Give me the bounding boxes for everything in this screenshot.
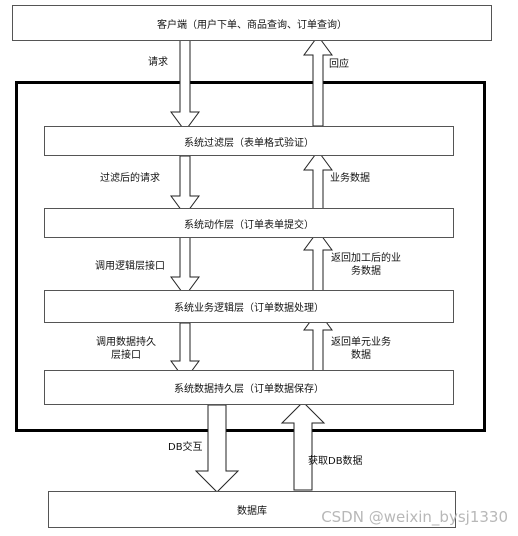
- persistence-layer-label: 系统数据持久层（订单数据保存）: [174, 384, 324, 395]
- persistence-layer-box: 系统数据持久层（订单数据保存）: [44, 370, 454, 405]
- csdn-watermark: CSDN @weixin_bysj1330: [321, 508, 508, 526]
- action-layer-box: 系统动作层（订单表单提交）: [44, 208, 454, 238]
- database-label: 数据库: [237, 506, 267, 517]
- filtered-request-label: 过滤后的请求: [100, 173, 160, 184]
- fetch-db-data-arrow: [280, 401, 326, 491]
- client-box-label: 客户端（用户下单、商品查询、订单查询）: [157, 19, 347, 31]
- logic-layer-box: 系统业务逻辑层（订单数据处理）: [44, 290, 454, 323]
- filter-layer-box: 系统过滤层（表单格式验证）: [44, 126, 454, 156]
- request-arrow: [170, 39, 200, 132]
- filtered-request-arrow: [170, 155, 200, 216]
- client-box: 客户端（用户下单、商品查询、订单查询）: [12, 5, 492, 41]
- return-processed-data-label: 返回加工后的业务数据: [331, 253, 401, 277]
- response-label: 回应: [329, 59, 349, 70]
- db-interaction-arrow: [194, 404, 240, 493]
- db-interaction-label: DB交互: [168, 442, 203, 453]
- business-data-label: 业务数据: [330, 173, 370, 184]
- filter-layer-label: 系统过滤层（表单格式验证）: [184, 137, 314, 149]
- fetch-db-data-label: 获取DB数据: [308, 456, 363, 467]
- action-layer-label: 系统动作层（订单表单提交）: [184, 219, 314, 231]
- call-persistence-interface-label: 调用数据持久层接口: [96, 337, 156, 361]
- request-label: 请求: [148, 57, 168, 68]
- call-logic-interface-label: 调用逻辑层接口: [95, 261, 165, 272]
- database-box: 数据库: [48, 491, 456, 528]
- logic-layer-label: 系统业务逻辑层（订单数据处理）: [174, 303, 324, 314]
- return-unit-data-label: 返回单元业务数据: [331, 337, 391, 361]
- system-boundary-frame: [15, 81, 486, 432]
- business-data-arrow: [303, 150, 333, 210]
- response-arrow: [303, 35, 333, 127]
- call-logic-interface-arrow: [170, 236, 200, 297]
